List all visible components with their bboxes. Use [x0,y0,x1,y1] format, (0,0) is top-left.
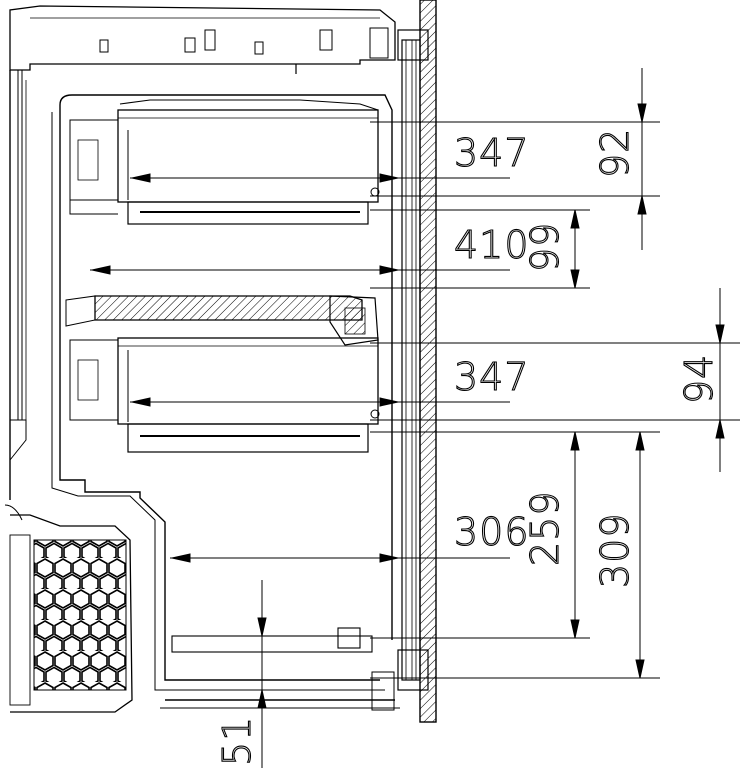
dim-middle-height: 99 [523,222,567,272]
dim-bottom-depth: 306 [454,510,530,554]
dim-bottom-height: 259 [523,490,567,566]
dimension-lines [90,68,740,768]
lower-drawer [69,337,380,453]
dim-lower-depth: 347 [454,355,530,399]
dim-bottom-total-height: 309 [593,512,637,588]
cabinet-front-panel [397,0,437,723]
bottom-compartment [160,627,400,711]
dim-middle-depth: 410 [454,223,530,267]
dim-lower-height: 94 [677,354,721,404]
dim-upper-depth: 347 [454,131,530,175]
dim-plinth-height: 51 [215,716,259,766]
upper-drawer [69,99,380,225]
dim-upper-height: 92 [593,128,637,178]
left-side-wall [9,70,27,500]
inner-liner [51,94,393,691]
condenser-grille [4,504,133,713]
top-frame [9,5,396,74]
middle-divider [65,295,379,346]
